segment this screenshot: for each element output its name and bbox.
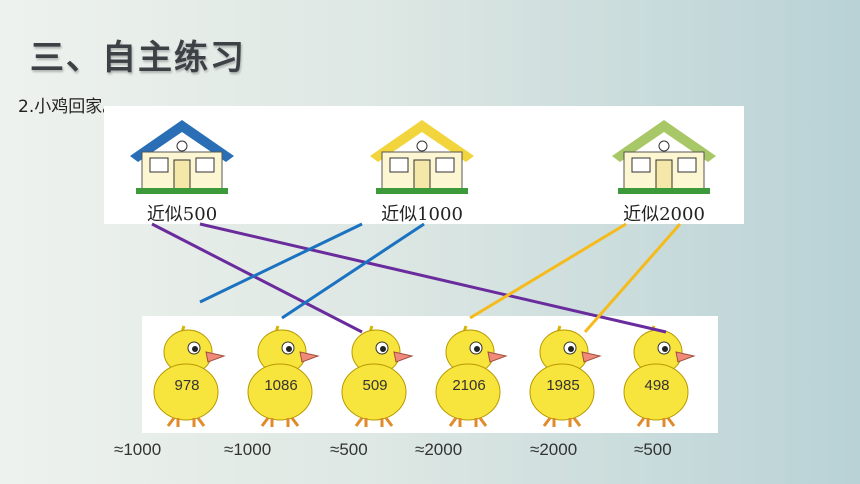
house-1000: 近似1000 <box>362 116 482 225</box>
answer-label: ≈500 <box>330 440 368 459</box>
house-2000: 近似2000 <box>604 116 724 225</box>
chick-icon <box>529 325 602 427</box>
house-label: 近似500 <box>146 204 218 225</box>
houses-panel: 近似500 近似1000 近似2000 <box>104 106 744 225</box>
line-1086-to-1000 <box>281 222 425 320</box>
line-2106-to-2000 <box>469 222 627 320</box>
chick-number: 978 <box>174 377 200 394</box>
chick-1985: 1985 <box>520 320 610 430</box>
line-1985-to-2000 <box>583 223 682 333</box>
chick-number: 1086 <box>264 377 298 394</box>
line-978-to-1000 <box>199 222 363 304</box>
chick-icon <box>247 325 320 427</box>
house-icon <box>370 120 474 194</box>
chick-509: 509 <box>332 320 422 430</box>
chick-number: 1985 <box>546 377 580 394</box>
chick-icon <box>435 325 508 427</box>
chick-icon <box>623 325 696 427</box>
chick-icon <box>153 325 226 427</box>
exercise-subtitle: 2.小鸡回家。 <box>18 97 120 117</box>
chick-number: 2106 <box>452 377 486 394</box>
answer-label: ≈500 <box>634 440 672 459</box>
chick-number: 509 <box>362 377 388 394</box>
answer-label: ≈2000 <box>415 440 463 459</box>
house-icon <box>130 120 234 194</box>
line-509-to-500 <box>151 222 363 334</box>
answer-label: ≈2000 <box>530 440 578 459</box>
chick-2106: 2106 <box>426 320 516 430</box>
answer-label: ≈1000 <box>114 440 162 459</box>
chick-1086: 1086 <box>238 320 328 430</box>
house-label: 近似2000 <box>623 204 705 225</box>
house-500: 近似500 <box>122 116 242 225</box>
answer-label: ≈1000 <box>224 440 272 459</box>
house-icon <box>612 120 716 194</box>
page-title: 三、自主练习 <box>30 38 246 78</box>
chick-icon <box>341 325 414 427</box>
chick-number: 498 <box>644 377 670 394</box>
chick-498: 498 <box>614 320 704 430</box>
chick-978: 978 <box>144 320 234 430</box>
chicks-panel: 978 1086 509 <box>142 316 718 433</box>
house-label: 近似1000 <box>381 204 463 225</box>
line-498-to-500 <box>199 222 667 334</box>
